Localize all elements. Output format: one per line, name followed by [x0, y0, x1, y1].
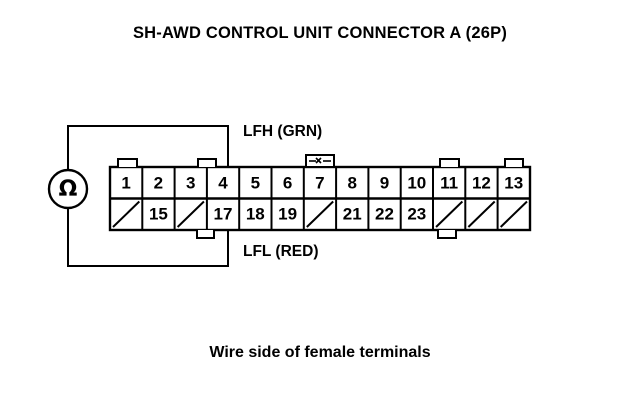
wire-label-lower: LFL (RED) [243, 243, 319, 260]
terminal-number: 2 [154, 173, 163, 192]
terminal-number: 10 [407, 173, 426, 192]
bottom-tab-3 [196, 230, 215, 239]
terminal-number: 23 [407, 204, 426, 223]
top-tab-13 [504, 158, 524, 167]
upper-test-lead [67, 125, 229, 170]
column-dividers [141, 167, 499, 230]
top-row-numbers: 1 2 3 4 5 6 7 8 9 10 11 12 13 [121, 173, 523, 192]
ohmmeter-body [47, 168, 89, 210]
test-lead-circuit [67, 125, 229, 267]
lower-test-lead [67, 208, 229, 267]
terminal-number: 3 [186, 173, 195, 192]
top-tab-1 [117, 158, 138, 167]
terminal-number: 5 [251, 173, 260, 192]
terminal-number: 18 [246, 204, 265, 223]
terminal-number: 22 [375, 204, 394, 223]
wire-label-upper: LFH (GRN) [243, 123, 323, 140]
terminal-number: 21 [343, 204, 362, 223]
connector-top-tabs [117, 158, 524, 167]
unused-cavity-slashes [112, 200, 528, 228]
unused-cavity-slash [467, 200, 496, 228]
bottom-tab-11 [437, 230, 457, 239]
locking-tab-hatch [309, 157, 331, 164]
ohm-symbol: Ω [59, 177, 78, 202]
page-title: SH-AWD CONTROL UNIT CONNECTOR A (26P) [132, 24, 508, 42]
unused-cavity-slash [499, 200, 528, 228]
unused-cavity-slash [306, 200, 334, 228]
terminal-number: 9 [380, 173, 389, 192]
bottom-row-numbers: 15 17 18 19 21 22 23 [149, 204, 426, 223]
terminal-number: 15 [149, 204, 168, 223]
top-tab-11 [439, 158, 460, 167]
terminal-number: 13 [504, 173, 523, 192]
unused-cavity-slash [176, 200, 205, 228]
unused-cavity-slash [435, 200, 464, 228]
terminal-number: 4 [218, 173, 228, 192]
terminal-number: 12 [472, 173, 491, 192]
top-tab-3 [197, 158, 217, 167]
terminal-number: 7 [315, 173, 324, 192]
terminal-number: 17 [214, 204, 233, 223]
figure-caption: Wire side of female terminals [209, 344, 431, 361]
terminal-number: 6 [283, 173, 292, 192]
locking-tab [305, 154, 335, 168]
terminal-number: 11 [440, 173, 458, 192]
unused-cavity-slash [112, 200, 141, 228]
terminal-number: 19 [278, 204, 297, 223]
terminal-number: 1 [121, 173, 130, 192]
connector-bottom-tabs [196, 230, 457, 239]
ohmmeter: Ω [47, 168, 89, 210]
terminal-number: 8 [347, 173, 356, 192]
